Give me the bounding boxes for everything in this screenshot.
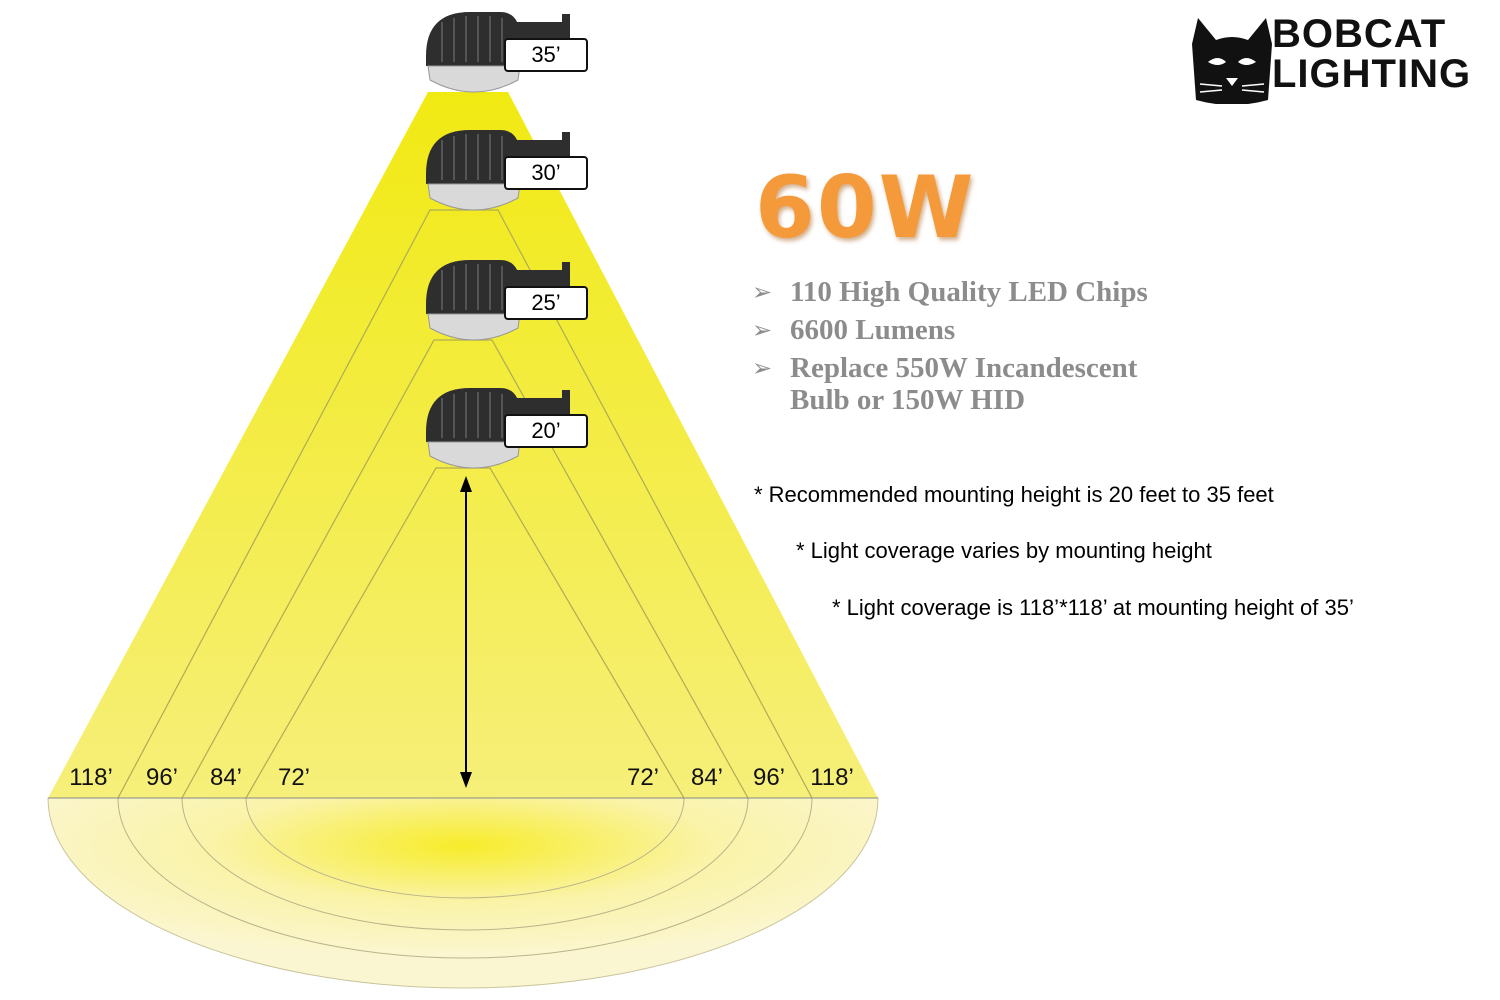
feature-text-line2: Bulb or 150W HID [790,384,1026,416]
width-label-left-118: 118’ [69,764,113,791]
note-coverage-35: * Light coverage is 118’*118’ at mountin… [832,595,1354,620]
feature-item: ➢ 6600 Lumens [752,314,1312,346]
arrow-bullet-icon: ➢ [752,354,773,382]
feature-text: 6600 Lumens [790,314,956,346]
width-label-right-84: 84’ [690,764,724,791]
fixture-20: 20’ [420,384,588,474]
height-badge: 35’ [504,38,588,72]
bobcat-head-icon [1192,18,1272,104]
width-label-right-72: 72’ [626,764,660,791]
brand-name-line2: LIGHTING [1272,52,1472,96]
floor-ring-84 [181,797,749,931]
note-mounting-height: * Recommended mounting height is 20 feet… [754,482,1274,507]
beam-edge-25 [181,339,749,799]
fixture-25: 25’ [420,256,588,346]
fixture-30: 30’ [420,126,588,216]
brand-name: BOBCAT LIGHTING [1272,14,1492,94]
brand-name-line1: BOBCAT [1272,12,1447,56]
feature-item: ➢ Replace 550W Incandescent Bulb or 150W… [752,352,1312,416]
height-badge: 25’ [504,286,588,320]
floor-light-area [47,797,879,989]
feature-list: ➢ 110 High Quality LED Chips ➢ 6600 Lume… [752,276,1312,422]
height-badge: 30’ [504,156,588,190]
width-label-left-96: 96’ [145,764,179,791]
feature-text: 110 High Quality LED Chips [790,276,1148,308]
note-coverage-varies: * Light coverage varies by mounting heig… [796,538,1212,563]
floor-ring-72 [245,797,685,899]
width-label-right-96: 96’ [752,764,786,791]
beam-edge-20 [245,467,685,799]
height-arrow-head-bottom [460,772,472,788]
fixture-35: 35’ [420,8,588,98]
wattage-heading: 60W [755,158,976,258]
beam-edge-30 [117,209,813,799]
width-label-right-118: 118’ [810,764,854,791]
arrow-bullet-icon: ➢ [752,278,773,306]
height-badge: 20’ [504,414,588,448]
feature-text: Replace 550W Incandescent [790,352,1138,384]
fixture-icon [426,260,570,341]
height-arrow-head-top [460,476,472,492]
floor-ring-96 [117,797,813,959]
width-label-left-72: 72’ [277,764,311,791]
arrow-bullet-icon: ➢ [752,316,773,344]
feature-item: ➢ 110 High Quality LED Chips [752,276,1312,308]
width-label-left-84: 84’ [209,764,243,791]
